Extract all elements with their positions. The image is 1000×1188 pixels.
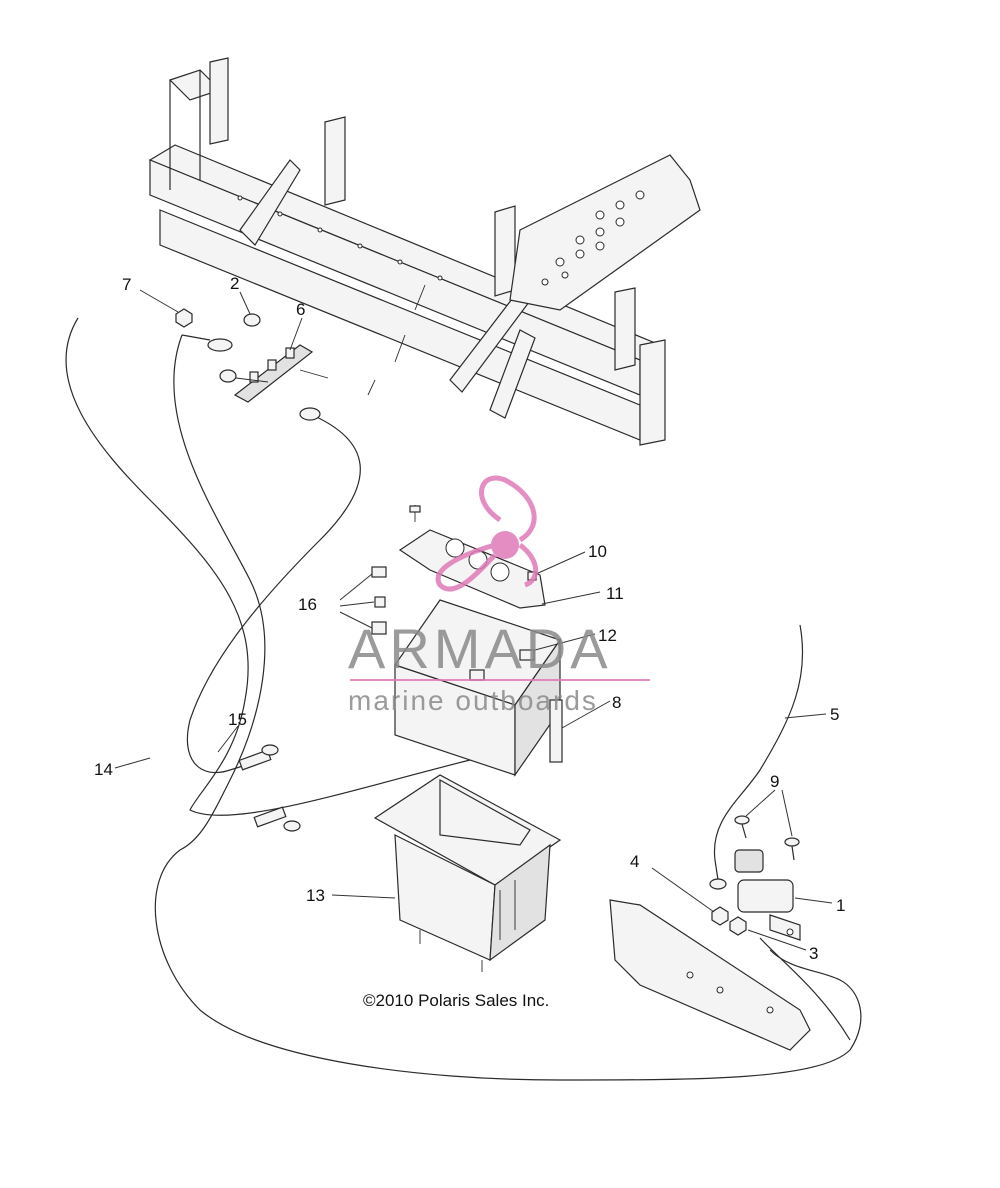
screw-2: [219, 313, 269, 383]
vehicle-frame: [148, 57, 701, 446]
leader-lines: [114, 289, 833, 951]
cable-5: [709, 624, 804, 890]
watermark: ARMADA marine outboards: [348, 475, 650, 716]
solenoid: [734, 849, 801, 941]
cable-3: [759, 937, 851, 1041]
cable-15: [186, 407, 361, 832]
battery: [394, 599, 561, 777]
watermark-brand: ARMADA: [348, 617, 612, 680]
cable-14: [65, 317, 862, 1081]
nut-7: [175, 308, 193, 328]
callout-labels: 1 2 3 4 5 6 7 8 9 10 11 12 13 14 15 16: [94, 274, 845, 963]
hold-down-bracket: [398, 505, 546, 609]
callout-16: 16: [298, 595, 317, 614]
callout-9: 9: [770, 772, 779, 791]
bolts-9: [734, 815, 800, 861]
callout-8: 8: [612, 693, 621, 712]
callout-13: 13: [306, 886, 325, 905]
callout-14: 14: [94, 760, 113, 779]
propeller-logo-icon: [435, 475, 539, 592]
callout-11: 11: [606, 584, 624, 603]
callout-5: 5: [830, 705, 839, 724]
copyright-text: ©2010 Polaris Sales Inc.: [363, 991, 549, 1010]
watermark-tagline: marine outboards: [348, 685, 598, 716]
terminal-block: [233, 344, 329, 403]
callout-3: 3: [809, 944, 818, 963]
callout-10: 10: [588, 542, 607, 561]
nuts-4: [711, 906, 747, 936]
callout-7: 7: [122, 275, 131, 294]
callout-4: 4: [630, 852, 639, 871]
battery-box: [373, 774, 562, 972]
callout-15: 15: [228, 710, 247, 729]
vent-tube-8: [549, 699, 563, 763]
callout-2: 2: [230, 274, 239, 293]
callout-12: 12: [598, 626, 617, 645]
solenoid-bracket: [609, 899, 811, 1051]
callout-6: 6: [296, 300, 305, 319]
callout-1: 1: [836, 896, 845, 915]
